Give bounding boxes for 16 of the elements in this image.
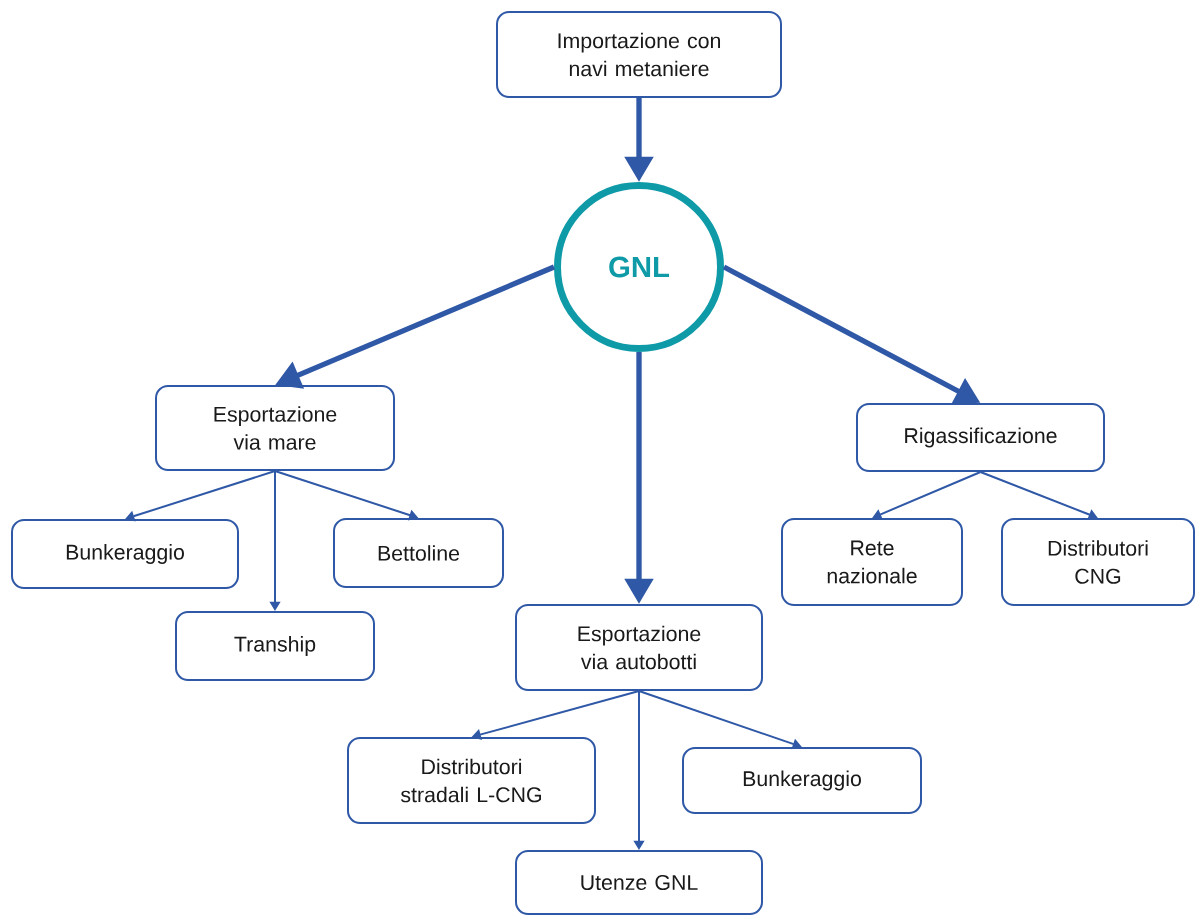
arrow bbox=[979, 471, 1098, 520]
process-box: Distributori stradali L-CNG bbox=[347, 737, 596, 824]
process-box: Bunkeraggio bbox=[682, 747, 922, 814]
arrow bbox=[125, 470, 276, 522]
process-box: Rete nazionale bbox=[781, 518, 963, 606]
process-box: Utenze GNL bbox=[515, 850, 763, 915]
process-box: Bunkeraggio bbox=[11, 519, 239, 589]
arrow bbox=[872, 471, 982, 520]
process-box: Importazione con navi metaniere bbox=[496, 11, 782, 98]
circle-node: GNL bbox=[554, 182, 724, 352]
process-box: Tranship bbox=[175, 611, 375, 681]
process-box: Bettoline bbox=[333, 518, 504, 588]
process-box: Esportazione via autobotti bbox=[515, 604, 763, 691]
process-box: Rigassificazione bbox=[856, 403, 1105, 472]
process-box: Distributori CNG bbox=[1001, 518, 1195, 606]
process-box: Esportazione via mare bbox=[155, 385, 395, 471]
